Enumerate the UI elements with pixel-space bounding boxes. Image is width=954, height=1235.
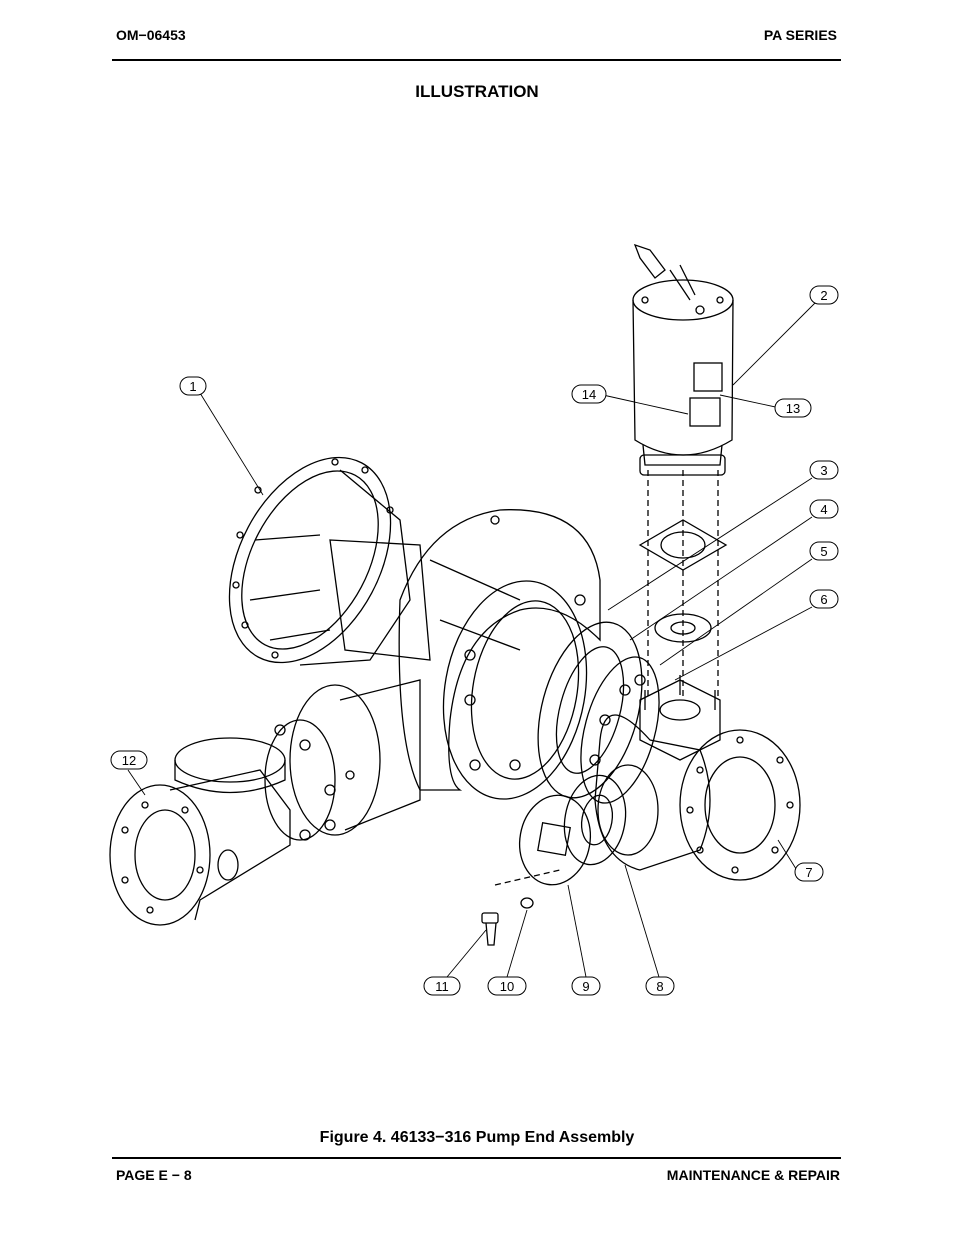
figure-caption: Figure 4. 46133−316 Pump End Assembly [319,1129,635,1146]
callout-5: 5 [809,541,839,561]
gasket-ring-part [563,774,627,866]
callout-bubbles: 1 2 3 4 5 6 7 8 [110,285,839,996]
callout-1: 1 [179,376,207,396]
svg-text:8: 8 [656,979,663,994]
svg-text:11: 11 [435,979,449,994]
callout-12: 12 [110,750,148,770]
section-label: MAINTENANCE & REPAIR [666,1167,840,1183]
callout-14: 14 [571,384,607,404]
callout-7: 7 [794,862,824,882]
mating-flanges [537,621,660,804]
svg-text:12: 12 [122,753,136,768]
capscrew-part [481,912,499,946]
svg-text:5: 5 [820,544,827,559]
bearing-housing-part [228,456,431,666]
doc-number: OM−06453 [116,27,186,43]
svg-text:2: 2 [820,288,827,303]
tee-fitting-part [594,675,721,871]
callout-11: 11 [423,976,461,996]
callout-4: 4 [809,499,839,519]
svg-text:7: 7 [805,865,812,880]
page-number: PAGE E − 8 [116,1167,192,1183]
cover-plate-part [519,794,591,886]
flange-ring-part [654,613,712,643]
callout-9: 9 [571,976,601,996]
svg-text:9: 9 [582,979,589,994]
header-rule [112,59,841,61]
svg-text:10: 10 [500,979,514,994]
callout-leaders [127,302,816,978]
svg-text:6: 6 [820,592,827,607]
section-title: ILLUSTRATION [415,82,539,101]
discharge-pipe [264,679,421,841]
svg-text:3: 3 [820,463,827,478]
callout-2: 2 [809,285,839,305]
callout-10: 10 [487,976,527,996]
svg-text:1: 1 [189,379,196,394]
washer-part [520,897,534,909]
pump-casing-part [398,509,601,800]
svg-text:13: 13 [786,401,800,416]
discharge-flange-part [679,729,801,881]
gasket-part [638,519,728,571]
svg-text:14: 14 [582,387,596,402]
svg-text:4: 4 [820,502,827,517]
callout-6: 6 [809,589,839,609]
callout-13: 13 [774,398,812,418]
callout-8: 8 [645,976,675,996]
callout-3: 3 [809,460,839,480]
alignment-lines [494,470,719,886]
series-label: PA SERIES [763,27,837,43]
suction-spool-part [109,737,291,926]
air-release-valve-part [632,243,734,476]
footer-rule [112,1157,841,1159]
